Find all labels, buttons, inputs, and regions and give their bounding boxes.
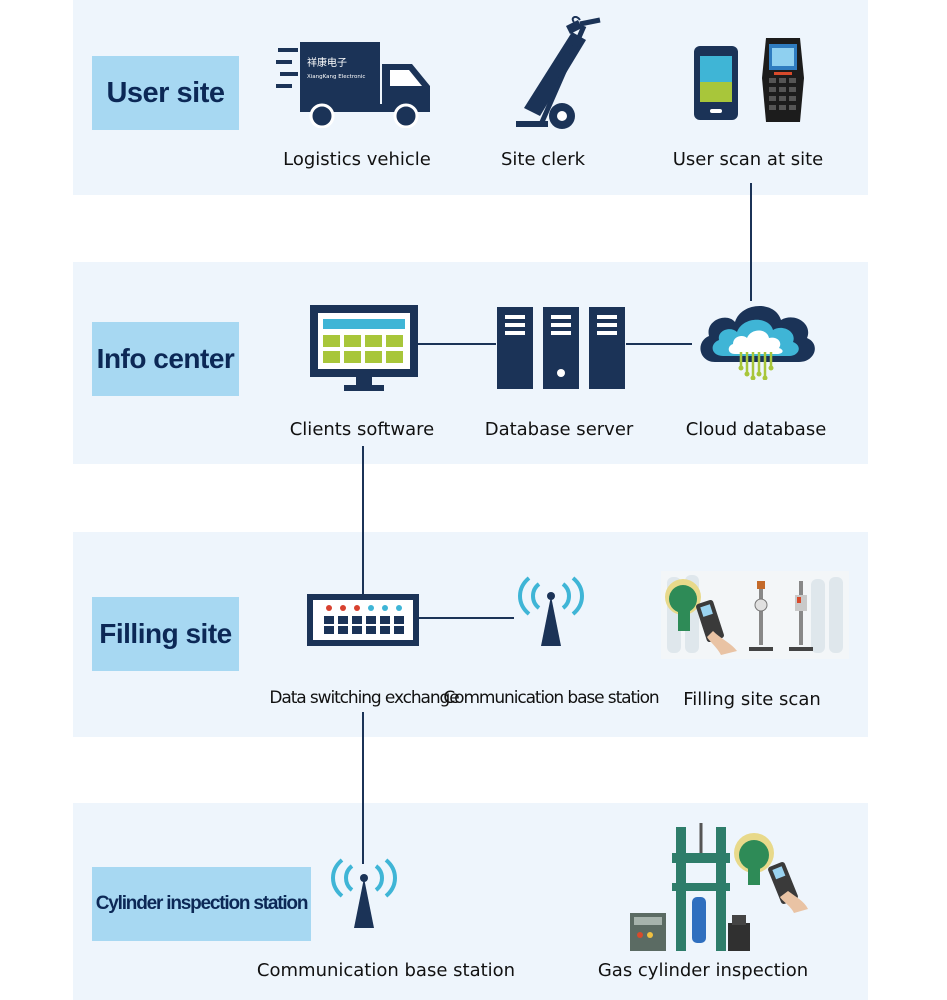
monitor-icon: [310, 305, 418, 391]
connector-scan-to-cloud: [750, 183, 752, 301]
smartphone-icon: [694, 46, 738, 120]
antenna-tower-icon-inspection: [331, 858, 397, 928]
gas-cylinder-inspection-photo: [630, 823, 808, 951]
section-tag-filling-site: Filling site: [92, 597, 239, 671]
connector-switch-to-inspection: [362, 712, 364, 864]
network-switch-icon: [307, 594, 419, 646]
label-filling-site-scan: Filling site scan: [683, 689, 821, 710]
section-tag-user-site: User site: [92, 56, 239, 130]
filling-site-scan-photo: [661, 571, 849, 659]
connector-server-to-cloud: [626, 343, 692, 345]
label-user-scan: User scan at site: [672, 149, 824, 170]
antenna-tower-icon-filling: [518, 576, 584, 646]
truck-icon: 祥康电子 XiangKang Electronic: [276, 42, 430, 128]
label-data-switching: Data switching exchange: [269, 688, 459, 708]
label-clients-software: Clients software: [289, 419, 435, 440]
connector-switch-to-base: [418, 617, 514, 619]
truck-logo-cn: 祥康电子: [307, 56, 347, 69]
connector-client-to-server: [418, 343, 496, 345]
gas-cylinder-trolley-icon: [516, 16, 601, 129]
database-server-icon: [497, 307, 625, 389]
label-logistics-vehicle: Logistics vehicle: [283, 149, 431, 170]
handheld-scanner-icon: [762, 38, 804, 122]
cloud-database-icon: [700, 305, 815, 380]
label-cloud-database: Cloud database: [685, 419, 827, 440]
connector-client-to-switch: [362, 446, 364, 594]
section-tag-inspection-station: Cylinder inspection station: [92, 867, 311, 941]
truck-logo-en: XiangKang Electronic: [307, 74, 365, 80]
label-comm-base-station-inspection: Communication base station: [256, 960, 516, 981]
section-tag-info-center: Info center: [92, 322, 239, 396]
label-comm-base-station-filling: Communication base station: [443, 688, 659, 708]
label-gas-cylinder-inspection: Gas cylinder inspection: [597, 960, 809, 981]
label-database-server: Database server: [484, 419, 634, 440]
label-site-clerk: Site clerk: [500, 149, 586, 170]
